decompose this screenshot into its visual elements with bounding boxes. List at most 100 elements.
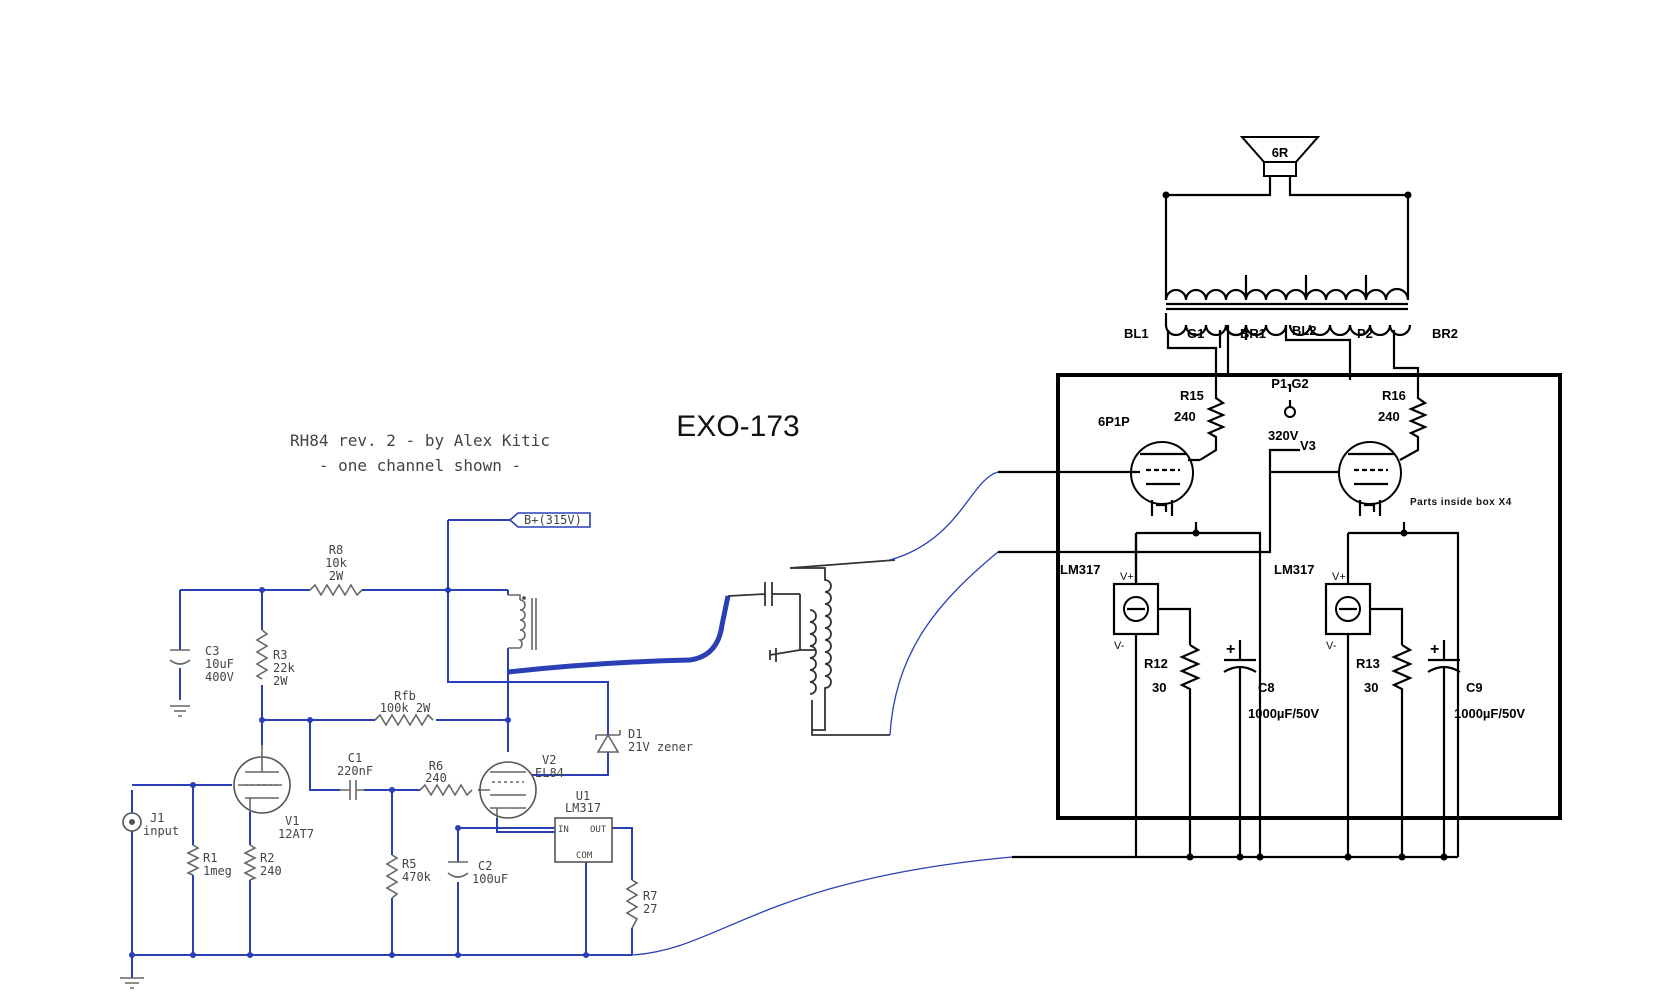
wire-d1 (508, 681, 609, 776)
d1-ref: D1 (628, 727, 642, 741)
rfb-ref: Rfb (394, 689, 416, 703)
r12-resistor (1179, 644, 1201, 850)
c3-val1: 10uF (205, 657, 234, 671)
j1-ref: J1 (150, 811, 164, 825)
right-schematic: 6R BL1 G1 BR1 BL2 P2 BR2 P1-G2 320V V3 P… (998, 136, 1562, 861)
c8-ref: C8 (1258, 680, 1275, 695)
d1-zener-icon (595, 730, 621, 753)
c9-ref: C9 (1466, 680, 1483, 695)
regulator-right-icon (1324, 582, 1404, 645)
r6-resistor (419, 783, 473, 797)
u1-pin-com: COM (576, 851, 593, 861)
wire-v1-plate (262, 719, 340, 791)
rfb-val: 100k 2W (380, 701, 431, 715)
parts-box-note: Parts inside box X4 (1410, 497, 1512, 508)
r3-val2: 2W (273, 674, 288, 688)
reg-left-vminus: V- (1114, 640, 1125, 652)
wire-link-middle (889, 551, 999, 736)
reg-left-label: LM317 (1060, 562, 1100, 577)
r12-val: 30 (1152, 680, 1166, 695)
r2-resistor (243, 844, 257, 881)
r16-resistor (1399, 385, 1428, 461)
c8-val: 1000µF/50V (1248, 706, 1319, 721)
reg-right-vplus: V+ (1332, 571, 1346, 583)
v2-val: EL84 (535, 766, 564, 780)
wire-output-heavy (507, 595, 731, 675)
winding-br1 (1224, 324, 1288, 337)
left-schematic: RH84 rev. 2 - by Alex Kitic - one channe… (120, 431, 731, 989)
left-junction-dots (129, 587, 589, 958)
v2-ref: V2 (542, 753, 556, 767)
winding-p2-br2 (1348, 324, 1412, 337)
r16-ref: R16 (1382, 388, 1406, 403)
tap-p2: P2 (1357, 326, 1373, 341)
r7-val: 27 (643, 902, 657, 916)
r12-ref: R12 (1144, 656, 1168, 671)
r8-ref: R8 (329, 543, 343, 557)
tube-right-icon (1338, 441, 1402, 516)
r8-val1: 10k (325, 556, 347, 570)
c2-val: 100uF (472, 872, 508, 886)
r3-ref: R3 (273, 648, 287, 662)
wire-bottom-drops (1134, 640, 1460, 850)
wire-bplus-down (447, 520, 508, 683)
wire-link-top (889, 471, 999, 561)
winding-bl2 (1288, 324, 1352, 337)
c1-val: 220nF (337, 764, 373, 778)
reg-right-label: LM317 (1274, 562, 1314, 577)
tube-left-label: 6P1P (1098, 414, 1130, 429)
left-header-line2: - one channel shown - (319, 456, 521, 475)
tube-left-icon (1130, 441, 1200, 530)
u1-ref: U1 (576, 789, 590, 803)
r1-val: 1meg (203, 864, 232, 878)
c1-ref: C1 (348, 751, 362, 765)
c9-capacitor (1427, 640, 1461, 850)
r13-resistor (1391, 644, 1413, 850)
r6-ref: R6 (429, 759, 443, 773)
v1-ref: V1 (285, 814, 299, 828)
c3-capacitor (169, 649, 191, 665)
u1-pin-in: IN (558, 825, 569, 835)
r2-val: 240 (260, 864, 282, 878)
wire-reg-vplus (1134, 533, 1350, 584)
left-header-line1: RH84 rev. 2 - by Alex Kitic (290, 431, 550, 450)
wire-link-bottom (631, 856, 1013, 956)
r7-resistor (625, 879, 639, 929)
r16-val: 240 (1378, 409, 1400, 424)
p1g2-label: P1-G2 (1271, 376, 1309, 391)
wire-grid-right-link (998, 448, 1300, 554)
c1-capacitor (340, 780, 364, 800)
transformer-secondary (1164, 275, 1410, 301)
diagram-title: EXO-173 (676, 410, 799, 443)
r3-resistor (255, 629, 269, 680)
c8-capacitor (1223, 640, 1257, 850)
reg-right-vminus: V- (1326, 640, 1337, 652)
tap-g1: G1 (1187, 326, 1204, 341)
r5-resistor (385, 854, 399, 899)
r6-val: 240 (425, 771, 447, 785)
j1-val: input (143, 824, 179, 838)
tap-br1: BR1 (1240, 326, 1266, 341)
p1g2-terminal (1284, 406, 1296, 418)
r3-val1: 22k (273, 661, 295, 675)
r5-ref: R5 (402, 857, 416, 871)
bplus-label: B+(315V) (524, 513, 582, 527)
ground-icon (120, 977, 144, 989)
r5-val: 470k (402, 870, 432, 884)
r13-val: 30 (1364, 680, 1378, 695)
tap-bl1: BL1 (1124, 326, 1149, 341)
transformer-core (1166, 302, 1408, 311)
supply-voltage: 320V (1268, 428, 1299, 443)
c3-ground-icon (170, 705, 190, 717)
r15-val: 240 (1174, 409, 1196, 424)
tap-bl2: BL2 (1292, 323, 1317, 338)
parts-box (1056, 373, 1562, 820)
u1-pin-out: OUT (590, 825, 607, 835)
u1-regulator-box (554, 817, 613, 863)
tap-br2: BR2 (1432, 326, 1458, 341)
bplus-flag (508, 512, 591, 528)
r1-ref: R1 (203, 851, 217, 865)
wire-v2-cathode (457, 818, 555, 955)
r2-ref: R2 (260, 851, 274, 865)
